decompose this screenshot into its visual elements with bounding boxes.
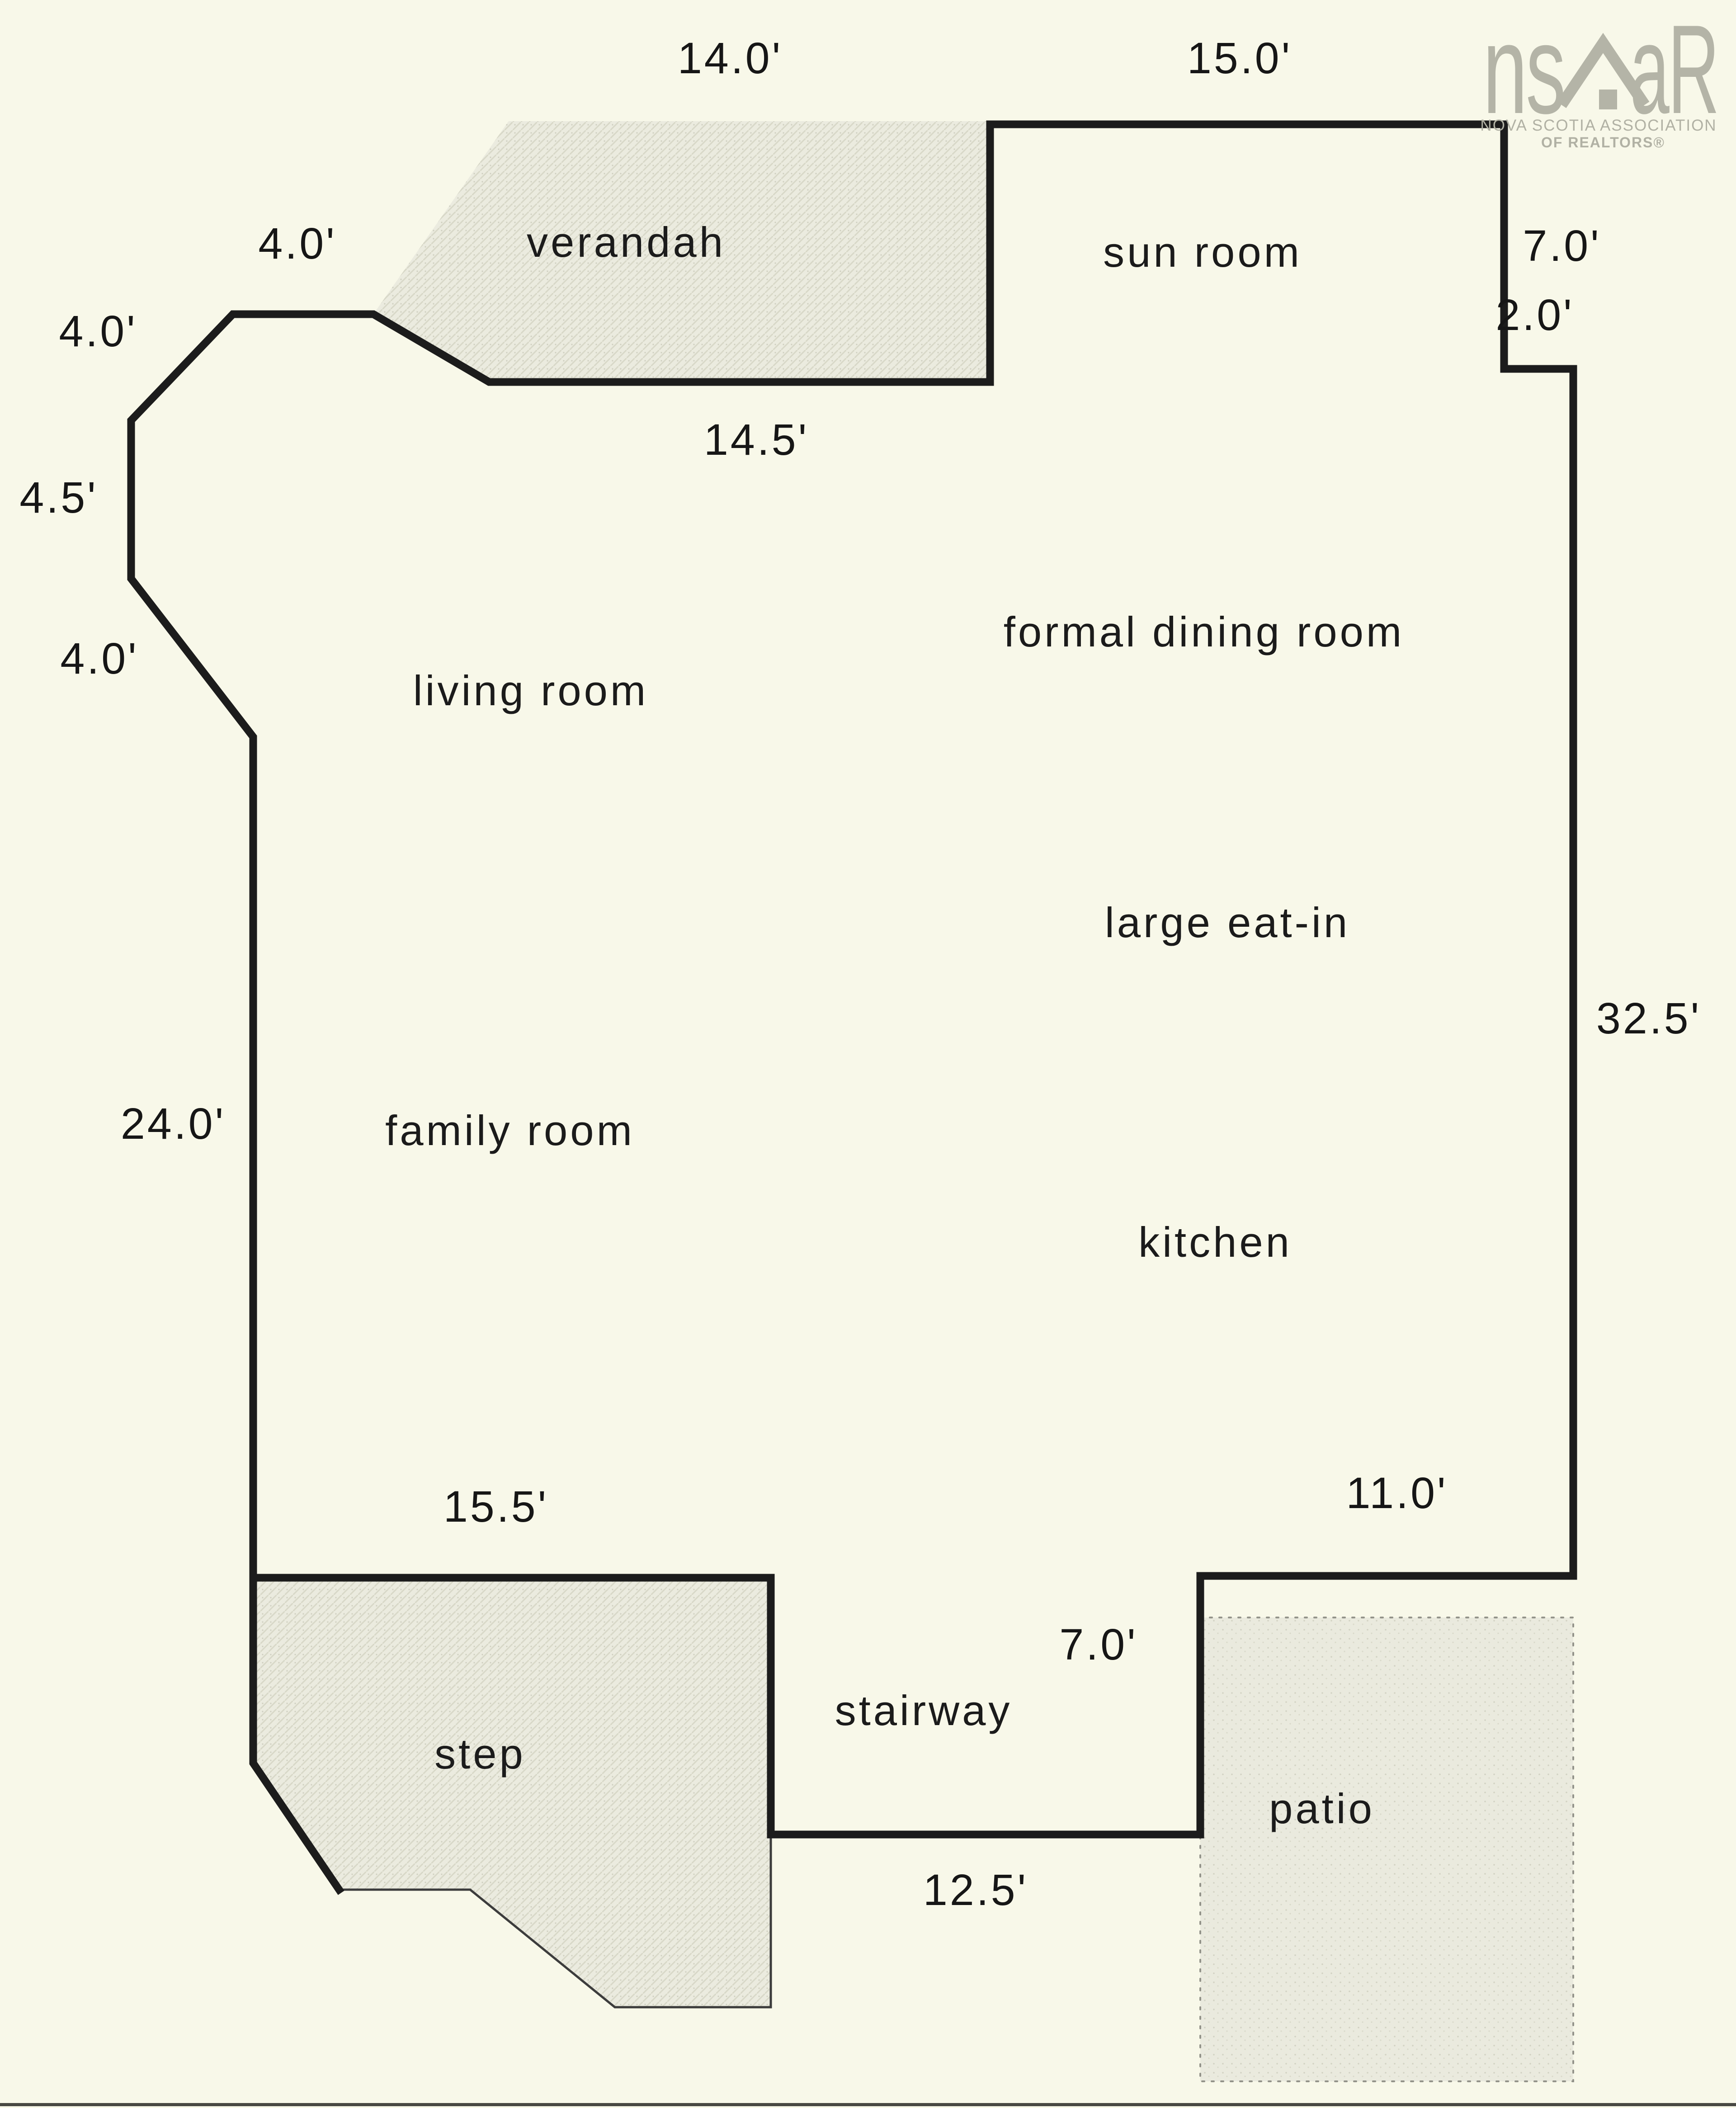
room-label-sun-room: sun room [1103,228,1302,276]
dimension-label-bay-lower-diagonal: 4.0' [60,634,138,683]
step-porch-wall [249,1574,344,1895]
room-label-patio: patio [1269,1785,1375,1832]
room-label-family-room: family room [385,1107,635,1154]
logo-subtitle-line2: OF REALTORS® [1541,134,1665,151]
step-area [252,1576,772,2009]
room-label-step: step [434,1730,526,1778]
dimension-label-sun-room-right: 7.0' [1523,221,1601,270]
logo-house-icon [1557,33,1650,108]
logo-ns-text: ns [1483,0,1564,140]
dimension-label-verandah-top: 14.0' [678,33,783,83]
dimension-label-verandah-bottom: 14.5' [704,415,809,464]
dimension-label-left-wall: 24.0' [121,1099,226,1148]
dimension-label-family-room-bottom: 15.5' [443,1482,548,1531]
dimension-label-stairway-right: 7.0' [1059,1620,1137,1669]
dimension-label-front-wall-top: 4.0' [258,219,336,268]
room-label-stairway: stairway [835,1687,1013,1734]
dimension-label-kitchen-bottom: 11.0' [1346,1468,1448,1518]
verandah-area [374,121,990,382]
room-label-verandah: verandah [527,218,726,266]
logo-subtitle-line1: NOVA SCOTIA ASSOCIATION [1480,117,1717,134]
logo-house-window [1599,90,1617,109]
dimension-label-sun-room-top: 15.0' [1187,33,1292,83]
patio-area [1199,1617,1574,2082]
house-outline-walls [127,120,1577,1839]
room-label-formal-dining-room: formal dining room [1004,608,1404,656]
dimension-label-right-wall: 32.5' [1596,994,1701,1043]
room-label-kitchen: kitchen [1138,1218,1292,1266]
dimension-label-right-jog: 2.0' [1495,290,1574,340]
dimension-label-bay-upper-diagonal: 4.0' [59,307,137,356]
dimension-label-bay-side: 4.5' [19,473,98,522]
logo-ar-text: aR [1630,0,1718,140]
nsar-logo: ns aR NOVA SCOTIA ASSOCIATION OF REALTOR… [1480,0,1721,151]
scan-edge-line [0,2103,1736,2106]
room-label-large-eat-in: large eat-in [1105,899,1350,946]
room-label-living-room: living room [413,667,649,714]
dimension-label-stairway-bottom: 12.5' [923,1865,1028,1915]
